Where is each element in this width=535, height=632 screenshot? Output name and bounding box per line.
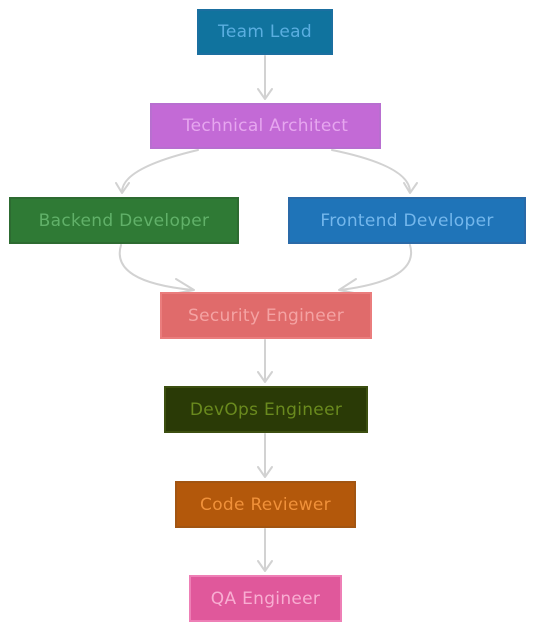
edge-technical-architect-to-backend-developer: [115, 149, 199, 194]
node-label: Technical Architect: [182, 116, 349, 136]
node-team-lead[interactable]: Team Lead: [197, 9, 333, 55]
node-code-reviewer[interactable]: Code Reviewer: [175, 481, 356, 528]
edge-devops-engineer-to-code-reviewer: [257, 433, 273, 478]
node-label: Code Reviewer: [200, 494, 331, 515]
edge-technical-architect-to-frontend-developer: [331, 149, 418, 194]
node-devops-engineer[interactable]: DevOps Engineer: [164, 386, 368, 433]
edge-security-engineer-to-devops-engineer: [257, 339, 273, 383]
node-label: Backend Developer: [38, 210, 210, 231]
edge-team-lead-to-technical-architect: [257, 55, 273, 100]
node-frontend-developer[interactable]: Frontend Developer: [288, 197, 526, 244]
node-label: QA Engineer: [210, 588, 321, 609]
node-security-engineer[interactable]: Security Engineer: [160, 292, 372, 339]
node-label: Frontend Developer: [320, 210, 494, 231]
node-label: DevOps Engineer: [189, 399, 343, 420]
node-label: Team Lead: [218, 22, 312, 42]
node-qa-engineer[interactable]: QA Engineer: [189, 575, 342, 622]
edge-backend-developer-to-security-engineer: [118, 244, 195, 295]
edge-code-reviewer-to-qa-engineer: [257, 528, 273, 572]
node-technical-architect[interactable]: Technical Architect: [150, 103, 381, 149]
node-backend-developer[interactable]: Backend Developer: [9, 197, 239, 244]
node-label: Security Engineer: [187, 305, 345, 326]
edge-frontend-developer-to-security-engineer: [338, 244, 413, 295]
